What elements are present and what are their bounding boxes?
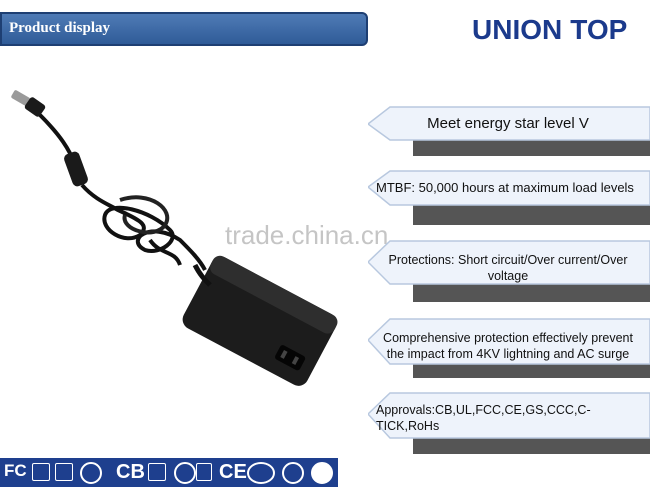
feature-text: Comprehensive protection effectively pre… [383,331,633,361]
power-adapter-image [11,90,338,386]
arrow-banner-shape [368,392,650,454]
arrow-banner-shape [368,106,650,156]
fcc-logo: FC [4,461,27,480]
arrow-banner-shape [368,170,650,225]
arrow-banner-shape [368,240,650,302]
kc-mark-icon [148,463,166,481]
ccc-mark-icon [247,462,275,484]
csa-mark-icon [282,462,304,484]
feature-text: Approvals:CB,UL,FCC,CE,GS,CCC,C-TICK,RoH… [376,403,591,433]
logo-part1: UNION [472,14,563,45]
c-tick-mark-icon [311,462,333,484]
ul-mark-icon [174,462,196,484]
cert-mark-icon [55,463,73,481]
feature-text: Protections: Short circuit/Over current/… [388,253,628,283]
gs-mark-icon [80,462,102,484]
ce-logo: CE [219,461,247,483]
cb-logo: CB [116,461,145,483]
cert-mark-icon [32,463,50,481]
logo-part2: TOP [570,14,628,45]
watermark-text: trade.china.cn [225,220,389,250]
feature-callout-4: Comprehensive protection effectively pre… [368,314,650,378]
feature-callout-5: Approvals:CB,UL,FCC,CE,GS,CCC,C-TICK,RoH… [368,388,650,454]
page-title: Product display [9,20,110,36]
header-tab: Product display [0,12,368,46]
feature-text: MTBF: 50,000 hours at maximum load level… [376,180,634,195]
certification-bar: FC CB CE [0,458,338,487]
feature-callout-3: Protections: Short circuit/Over current/… [368,236,650,302]
arrow-banner-shape [368,318,650,378]
feature-callout-1: Meet energy star level V [368,102,650,156]
listed-mark-icon [196,463,212,481]
feature-callout-2: MTBF: 50,000 hours at maximum load level… [368,163,650,225]
feature-text: Meet energy star level V [427,115,589,132]
